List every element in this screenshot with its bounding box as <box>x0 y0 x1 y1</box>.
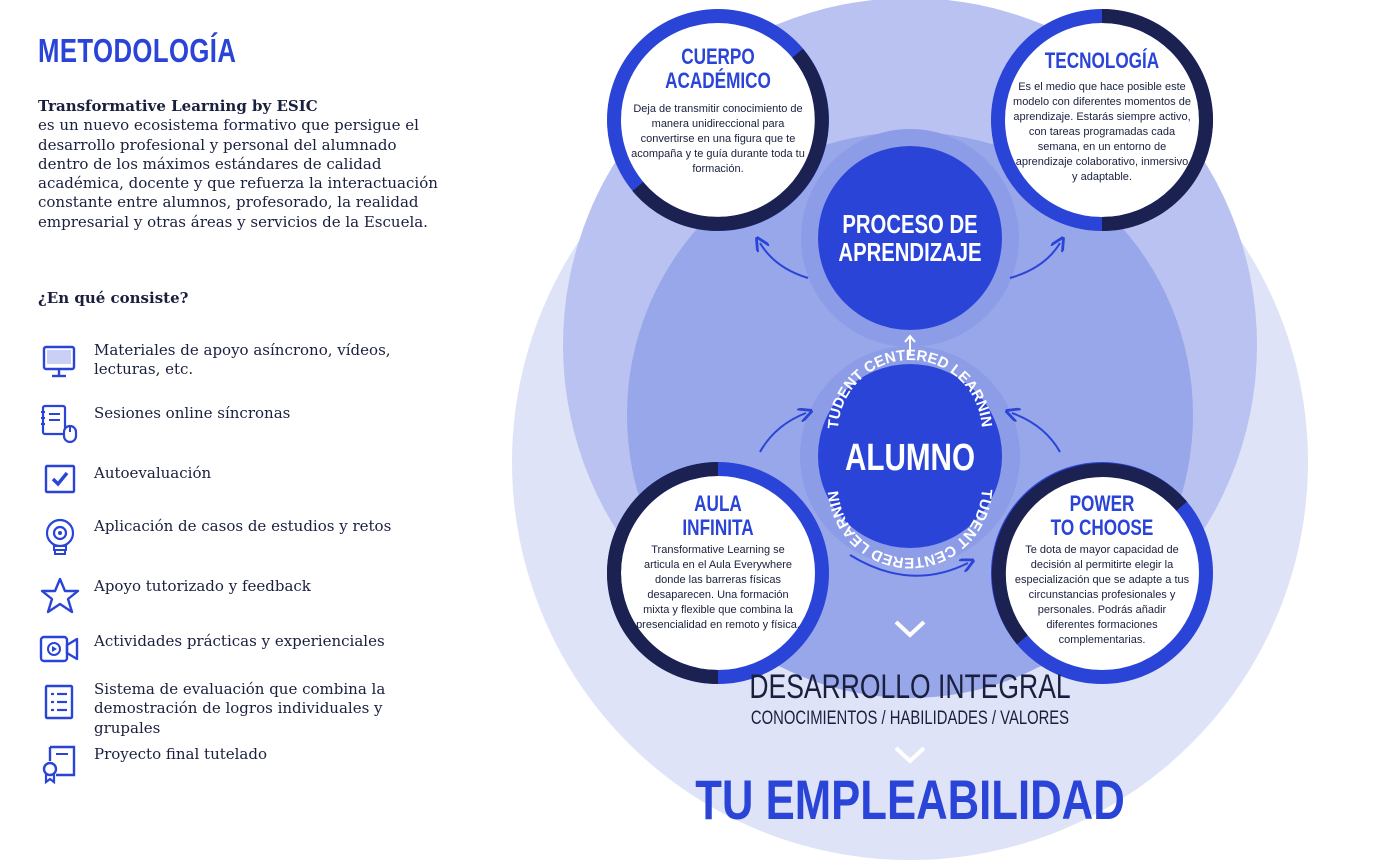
list-item: Sistema de evaluación que combina la dem… <box>38 680 438 740</box>
node-title: TECNOLOGÍA <box>1044 48 1160 73</box>
notebook-mouse-icon <box>38 404 82 444</box>
list-item: Aplicación de casos de estudios y retos <box>38 517 438 561</box>
student-label: ALUMNO <box>844 437 976 479</box>
list-item: Sesiones online síncronas <box>38 404 438 448</box>
node-cuerpo-academico <box>607 9 829 231</box>
certificate-icon <box>38 745 82 785</box>
list-item-text: Materiales de apoyo asíncrono, vídeos, l… <box>94 341 391 379</box>
monitor-icon <box>38 341 82 381</box>
list-item: Actividades prácticas y experienciales <box>38 632 438 676</box>
video-camera-icon <box>38 632 82 672</box>
node-description: Deja de transmitir conocimiento de maner… <box>631 103 805 175</box>
node-description: Te dota de mayor capacidad de decisión a… <box>1014 544 1190 646</box>
lightbulb-gear-icon <box>38 517 82 557</box>
intro-text: es un nuevo ecosistema formativo que per… <box>38 116 438 231</box>
learning-process-node <box>818 146 1002 330</box>
list-item-text: Autoevaluación <box>94 464 212 482</box>
list-item-text: Sesiones online síncronas <box>94 404 291 422</box>
section-question: ¿En qué consiste? <box>38 289 189 307</box>
list-item: Autoevaluación <box>38 464 438 508</box>
checklist-icon <box>38 684 82 724</box>
learning-process-label: PROCESO DE APRENDIZAJE <box>838 209 982 267</box>
node-tecnologia <box>991 9 1213 231</box>
arrow-to-academic-icon <box>760 243 809 279</box>
node-description: Transformative Learning se articula en e… <box>636 544 800 631</box>
page-title: METODOLOGÍA <box>38 32 237 69</box>
list-item: Apoyo tutorizado y feedback <box>38 577 438 621</box>
intro-bold: Transformative Learning by ESIC <box>38 97 318 115</box>
arrow-from-power-icon <box>1012 413 1061 453</box>
arrow-aula-to-power-icon <box>849 554 968 577</box>
list-item-text: Actividades prácticas y experienciales <box>94 632 385 650</box>
list-item: Proyecto final tutelado <box>38 745 438 789</box>
arrow-to-technology-icon <box>1009 243 1060 279</box>
integral-development-subtitle: CONOCIMIENTOS / HABILIDADES / VALORES <box>750 708 1070 729</box>
node-aula-infinita <box>607 462 829 684</box>
node-description: Es el medio que hace posible este modelo… <box>1013 81 1191 183</box>
arrow-from-aula-icon <box>759 413 806 453</box>
employability-title: TU EMPLEABILIDAD <box>695 768 1125 831</box>
checkbox-icon <box>38 464 82 504</box>
chevron-down-icon <box>894 746 926 764</box>
student-node <box>818 364 1002 548</box>
integral-development-title: DESARROLLO INTEGRAL <box>749 668 1071 706</box>
intro-paragraph: Transformative Learning by ESIC es un nu… <box>38 97 448 232</box>
chevron-down-icon <box>894 620 926 638</box>
list-item-text: Aplicación de casos de estudios y retos <box>94 517 392 535</box>
list-item-text: Apoyo tutorizado y feedback <box>94 577 311 595</box>
list-item-text: Sistema de evaluación que combina la dem… <box>94 680 386 737</box>
list-item: Materiales de apoyo asíncrono, vídeos, l… <box>38 341 438 385</box>
node-power-to-choose <box>991 462 1213 684</box>
star-icon <box>38 577 82 617</box>
list-item-text: Proyecto final tutelado <box>94 745 268 763</box>
